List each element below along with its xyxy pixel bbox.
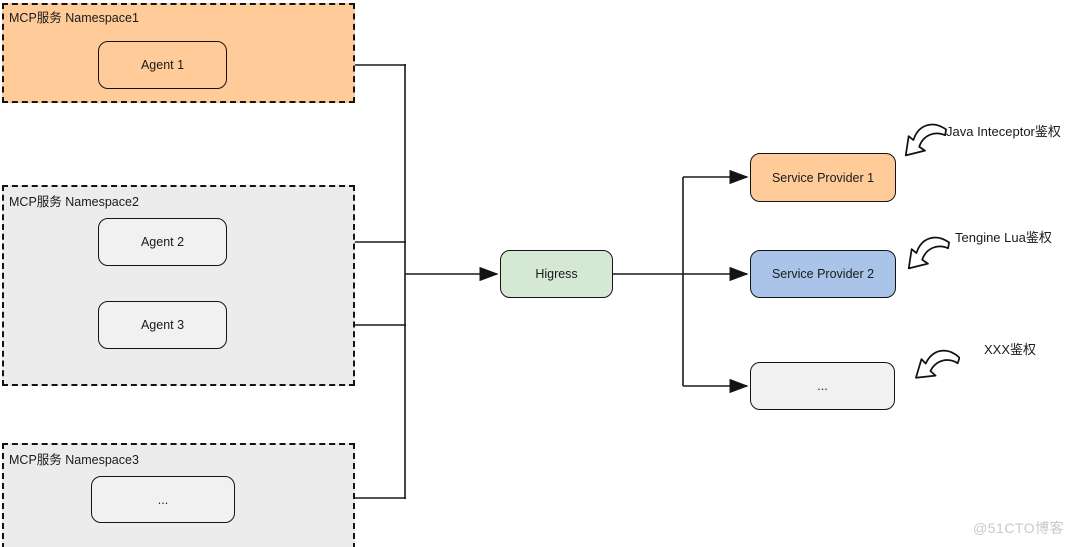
namespace3-label: MCP服务 Namespace3 [9,453,139,467]
site-watermark: @51CTO博客 [973,520,1065,536]
higress-gateway-node: Higress [500,250,613,298]
curved-arrow-icon [904,123,947,157]
agent2-node: Agent 2 [98,218,227,266]
namespace2-label: MCP服务 Namespace2 [9,195,139,209]
provider2-auth-label: Tengine Lua鉴权 [955,230,1052,245]
curved-arrow-icon [915,349,960,379]
provider3-auth-label: XXX鉴权 [984,342,1037,357]
agent3-node: Agent 3 [98,301,227,349]
service-provider3-ellipsis-node: ... [750,362,895,410]
agent1-node: Agent 1 [98,41,227,89]
namespace2-container [2,185,355,386]
namespace3-ellipsis-node: ... [91,476,235,523]
namespace1-label: MCP服务 Namespace1 [9,11,139,25]
provider1-auth-label: Java Inteceptor鉴权 [946,124,1061,139]
curved-arrow-icon [907,236,950,270]
service-provider1-node: Service Provider 1 [750,153,896,202]
service-provider2-node: Service Provider 2 [750,250,896,298]
